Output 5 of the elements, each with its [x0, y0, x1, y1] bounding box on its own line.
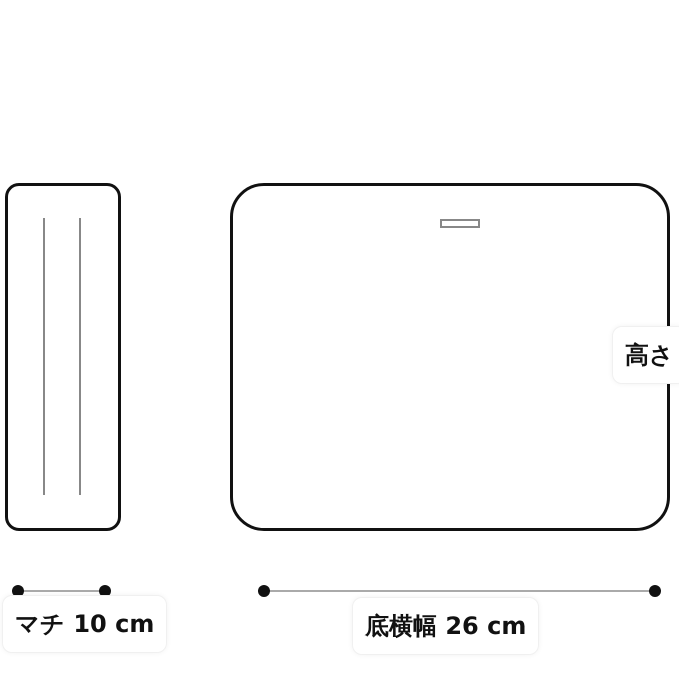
dimension-label: 高さ	[612, 326, 679, 384]
dimension-label: マチ 10 cm	[2, 595, 168, 653]
side-view-outline	[5, 183, 121, 531]
front-view-outline	[230, 183, 670, 531]
dimension-label: 底横幅 26 cm	[352, 597, 540, 655]
